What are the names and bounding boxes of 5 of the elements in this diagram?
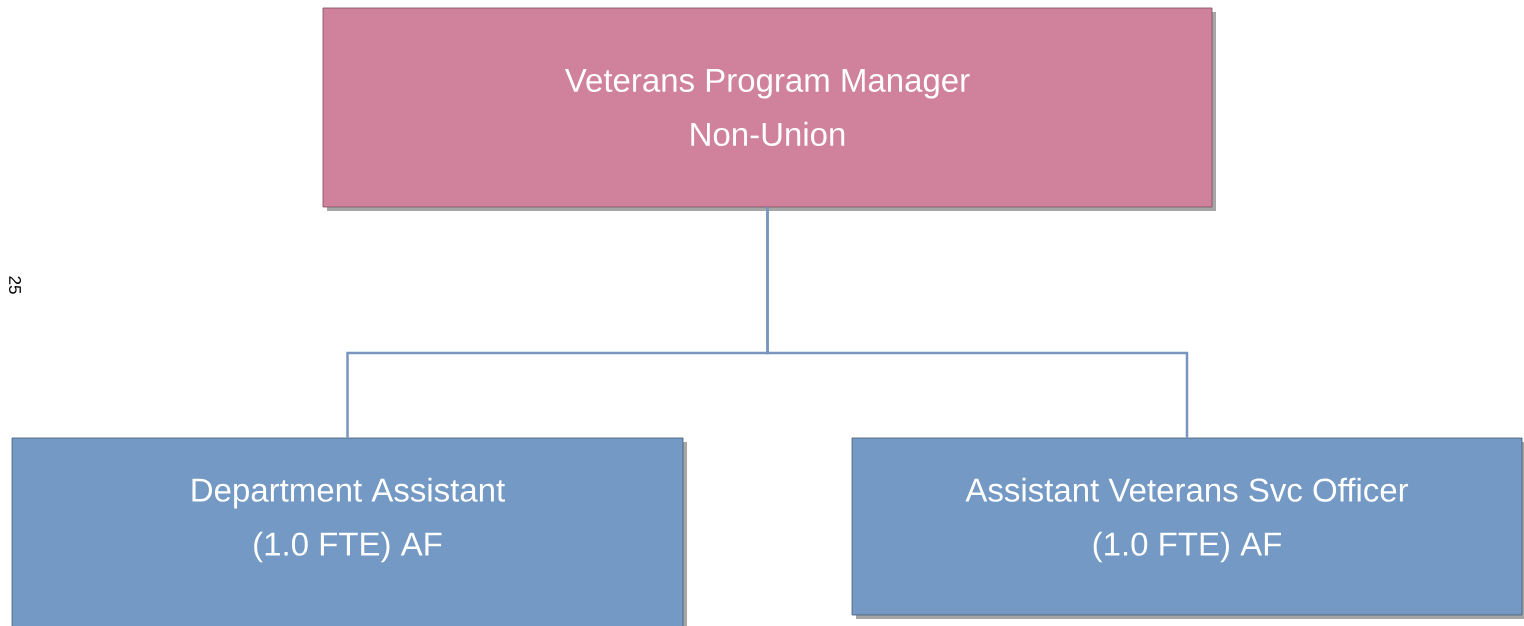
- org-box: Assistant Veterans Svc Officer (1.0 FTE) AF: [851, 437, 1524, 619]
- org-box: Department Assistant (1.0 FTE) AF: [11, 437, 687, 626]
- connector-line: [766, 207, 1189, 438]
- page-number: 25: [9, 276, 22, 294]
- org-box: Veterans Program Manager Non-Union: [322, 7, 1216, 211]
